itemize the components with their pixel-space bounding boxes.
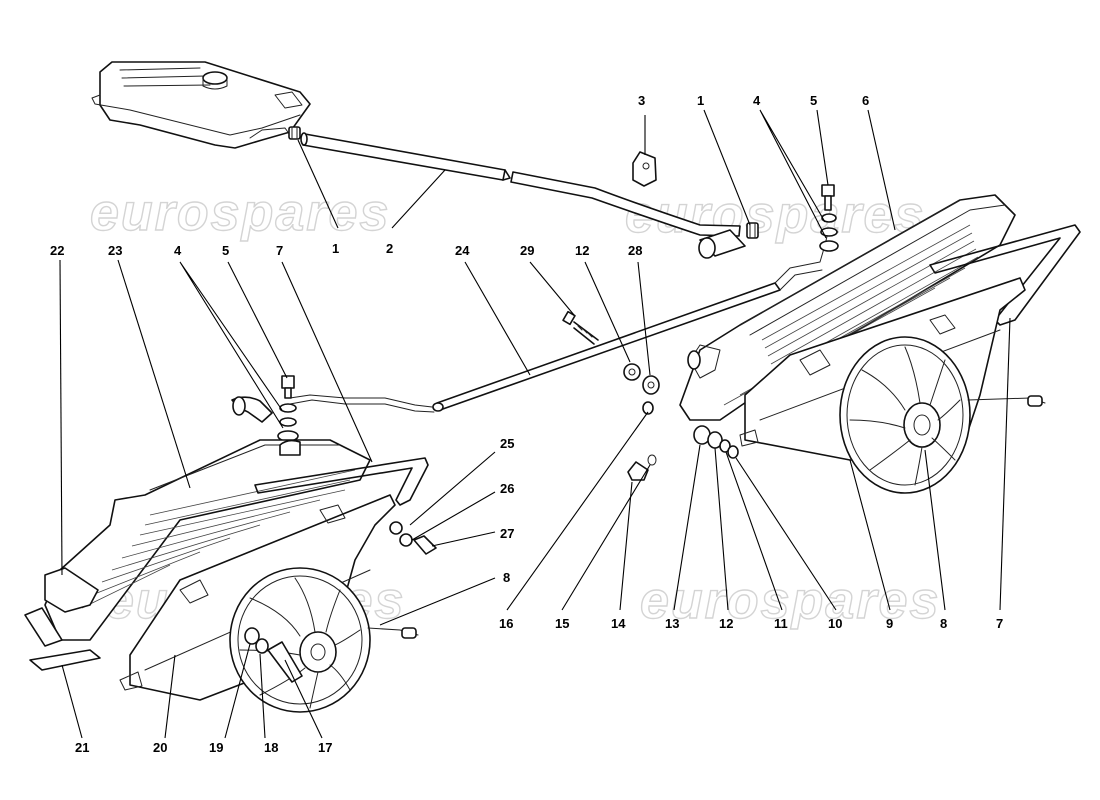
bolt-29 — [562, 310, 599, 345]
callout-labels: 1 2 3 1 4 5 6 22 23 4 5 7 24 29 12 28 25… — [50, 93, 1003, 755]
callout-1-top-left: 1 — [332, 241, 339, 256]
callout-7-left: 7 — [276, 243, 283, 258]
coolant-hose-upper — [300, 132, 741, 237]
callout-2: 2 — [386, 241, 393, 256]
bleed-bolt-left — [277, 375, 299, 442]
washer-12 — [623, 363, 641, 381]
callout-4-top-right: 4 — [753, 93, 761, 108]
grommet-28 — [642, 375, 660, 395]
callout-6: 6 — [862, 93, 869, 108]
callout-19: 19 — [209, 740, 223, 755]
hose-clip-top-left — [288, 126, 301, 140]
callout-14: 14 — [611, 616, 626, 631]
cooling-fan-left — [229, 567, 419, 713]
callout-27: 27 — [500, 526, 514, 541]
callout-26: 26 — [500, 481, 514, 496]
hose-clip-top-right — [746, 222, 759, 239]
fan-hardware-left — [244, 521, 437, 683]
watermark-bottom-right: eurospares — [640, 572, 940, 630]
callout-12-bottom: 12 — [719, 616, 733, 631]
callout-17: 17 — [318, 740, 332, 755]
callout-11: 11 — [774, 616, 788, 631]
watermark-top-left: eurospares — [90, 184, 390, 242]
callout-7-right: 7 — [996, 616, 1003, 631]
callout-8-right: 8 — [940, 616, 947, 631]
callout-4-left: 4 — [174, 243, 182, 258]
callout-28: 28 — [628, 243, 642, 258]
expansion-tank — [91, 61, 311, 149]
callout-15: 15 — [555, 616, 569, 631]
callout-10: 10 — [828, 616, 842, 631]
fan-hardware-right — [627, 401, 739, 481]
callout-18: 18 — [264, 740, 278, 755]
callout-12-top: 12 — [575, 243, 589, 258]
foam-pad-22 — [24, 607, 63, 647]
radiator-bracket-left — [254, 457, 429, 506]
callout-25: 25 — [500, 436, 514, 451]
callout-23: 23 — [108, 243, 122, 258]
bleed-bolt-right — [819, 184, 839, 252]
radiator-bracket-right — [929, 224, 1081, 326]
callout-9: 9 — [886, 616, 893, 631]
callout-21: 21 — [75, 740, 89, 755]
clip-3 — [632, 151, 657, 187]
callout-5-top-right: 5 — [810, 93, 817, 108]
callout-8-left: 8 — [503, 570, 510, 585]
callout-24: 24 — [455, 243, 470, 258]
callout-3: 3 — [638, 93, 645, 108]
leader-lines — [59, 109, 1011, 739]
watermark-top-right: eurospares — [625, 186, 925, 244]
callout-29: 29 — [520, 243, 534, 258]
callout-5-left: 5 — [222, 243, 229, 258]
foam-pad-21 — [29, 649, 101, 671]
cooling-fan-right — [839, 336, 1046, 494]
callout-1-top-right: 1 — [697, 93, 704, 108]
callout-16: 16 — [499, 616, 513, 631]
callout-22: 22 — [50, 243, 64, 258]
radiator-left — [44, 439, 371, 641]
long-coolant-pipe — [432, 229, 839, 412]
left-bleed-pipe — [231, 394, 435, 423]
callout-20: 20 — [153, 740, 167, 755]
callout-13: 13 — [665, 616, 679, 631]
